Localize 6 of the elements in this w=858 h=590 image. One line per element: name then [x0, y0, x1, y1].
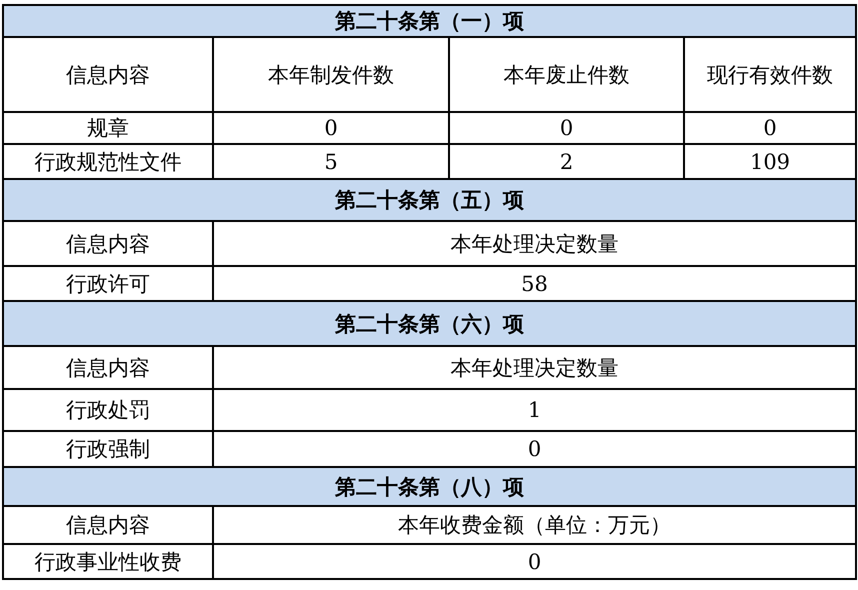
section-header: 第二十条第（六）项: [2, 300, 857, 347]
section-header: 第二十条第（一）项: [2, 4, 857, 38]
section-header: 第二十条第（五）项: [2, 178, 857, 222]
section-header: 第二十条第（八）项: [2, 466, 857, 507]
table-cell: 行政事业性收费: [2, 543, 214, 580]
table-cell: 0: [212, 543, 857, 580]
